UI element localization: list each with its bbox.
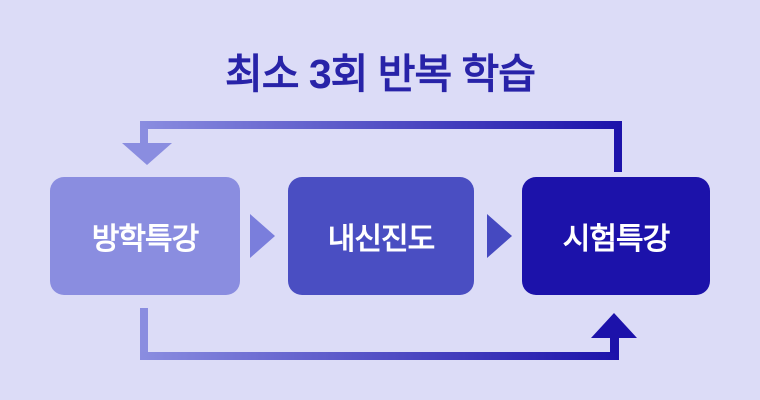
step-box-vacation-lecture: 방학특강 [50, 177, 240, 295]
step-box-exam-lecture: 시험특강 [522, 177, 710, 295]
chevron-right-icon [250, 214, 275, 258]
top-loop-left-segment [140, 128, 148, 144]
bottom-loop-right-segment [610, 337, 619, 353]
bottom-loop-horizontal-segment [140, 352, 619, 360]
step-label: 방학특강 [91, 223, 199, 256]
step-label: 내신진도 [327, 223, 435, 256]
diagram-title: 최소 3회 반복 학습 [224, 51, 536, 97]
bottom-loop-left-segment [140, 308, 148, 354]
arrow-up-icon [591, 313, 637, 338]
chevron-right-icon [487, 214, 512, 258]
arrow-down-icon [122, 143, 172, 165]
top-loop-horizontal-segment [140, 121, 622, 129]
top-loop-right-segment [614, 128, 622, 172]
step-box-school-progress: 내신진도 [288, 177, 474, 295]
step-label: 시험특강 [562, 223, 670, 256]
